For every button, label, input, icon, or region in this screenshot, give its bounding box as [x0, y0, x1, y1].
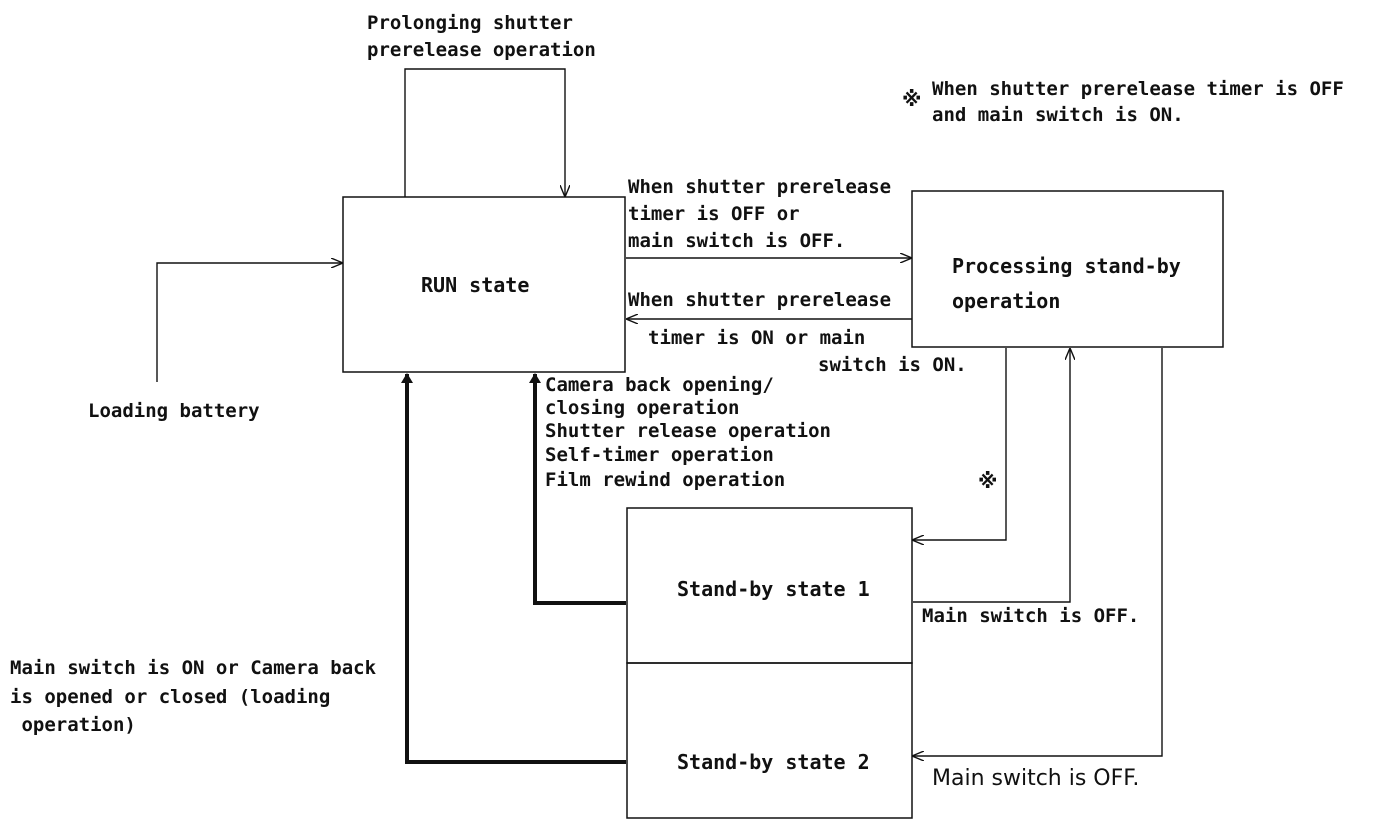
to-processing-line3: main switch is OFF.	[628, 230, 846, 252]
note-line1: When shutter prerelease timer is OFF	[932, 78, 1344, 100]
arrow-processing-to-standby2	[913, 348, 1163, 756]
operations-line2: closing operation	[545, 397, 740, 419]
operations-line5: Film rewind operation	[545, 469, 786, 491]
standby-state-2-box	[626, 662, 913, 819]
arrow-standby1-to-run	[529, 373, 626, 605]
to-run-line1: When shutter prerelease	[628, 289, 892, 311]
to-run-line3: switch is ON.	[818, 354, 967, 376]
to-run-line2: timer is ON or main	[648, 327, 866, 349]
to-processing-line2: timer is OFF or	[628, 203, 800, 225]
arrow-processing-to-standby1	[913, 348, 1007, 540]
arrow-standby2-to-run	[401, 373, 626, 764]
prolonging-label-line2: prerelease operation	[367, 39, 596, 61]
note-mark: ※	[902, 87, 922, 111]
operations-line1: Camera back opening/	[545, 374, 774, 396]
processing-standby-box	[911, 190, 1224, 348]
processing-label-line1: Processing stand-by	[952, 254, 1181, 278]
run-state-box	[342, 196, 626, 373]
standby2-main-off-label: Main switch is OFF.	[932, 766, 1140, 791]
standby1-label: Stand-by state 1	[677, 577, 870, 601]
arrow-loading-battery	[156, 263, 342, 382]
operations-line3: Shutter release operation	[545, 420, 831, 442]
mark-processing-to-standby1: ※	[978, 469, 998, 493]
main-on-line2: is opened or closed (loading	[10, 686, 331, 708]
processing-label-line2: operation	[952, 289, 1061, 313]
main-on-line3: operation)	[10, 714, 136, 736]
to-processing-line1: When shutter prerelease	[628, 176, 892, 198]
standby1-main-off-label: Main switch is OFF.	[922, 605, 1140, 627]
note-line2: and main switch is ON.	[932, 104, 1184, 126]
standby2-label: Stand-by state 2	[677, 750, 870, 774]
main-on-line1: Main switch is ON or Camera back	[10, 657, 377, 679]
operations-line4: Self-timer operation	[545, 444, 774, 466]
arrow-prolonging-loop	[404, 68, 565, 197]
run-state-label: RUN state	[421, 273, 530, 297]
prolonging-label-line1: Prolonging shutter	[367, 12, 573, 34]
loading-battery-label: Loading battery	[88, 400, 260, 422]
arrow-standby1-to-processing	[913, 349, 1070, 603]
